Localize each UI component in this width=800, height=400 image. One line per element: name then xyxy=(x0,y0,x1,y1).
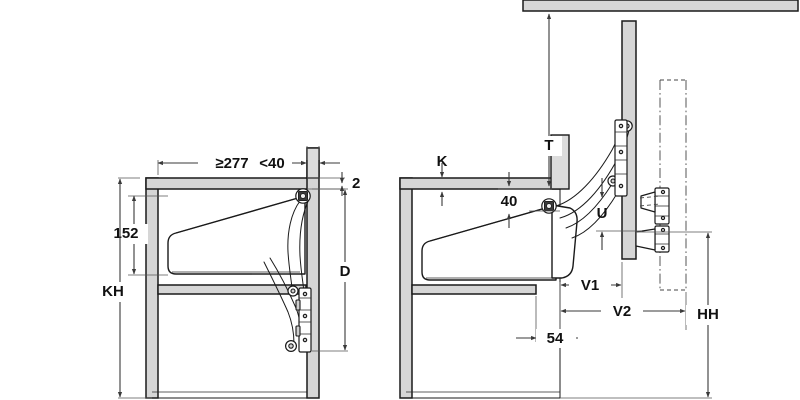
dimtext-bg-152 xyxy=(104,224,148,244)
right-flap-tail xyxy=(551,204,578,279)
left-door-top-overlap xyxy=(306,147,320,179)
left-pivot-lower-hub xyxy=(288,343,294,349)
left-door-front-panel xyxy=(306,147,320,399)
left-view-closed: ≥277 <40 2 152 KH D xyxy=(92,146,360,399)
left-dimensions: ≥277 <40 2 152 KH D xyxy=(92,146,360,399)
dim-label-bracket-offset: U xyxy=(597,205,608,222)
dimtext-bg-v1 xyxy=(569,276,611,295)
left-arm-upper-outer xyxy=(299,198,310,293)
dim-label-flap-height: 152 xyxy=(113,225,138,242)
right-wall-bracket-lower xyxy=(635,225,670,253)
dimtext-bg-54 xyxy=(536,329,576,348)
dim-label-shelf-setback: 54 xyxy=(547,330,564,347)
left-arm-upper-inner xyxy=(287,200,301,289)
dimtext-bg-40r xyxy=(489,192,529,212)
dim-label-opening-height: HH xyxy=(697,306,719,323)
left-arm-lower-inner xyxy=(263,261,295,345)
dim-label-cabinet-height: KH xyxy=(102,283,124,300)
right-mechanism xyxy=(541,119,670,253)
right-view-open: T K 40 U V1 xyxy=(399,0,799,399)
dimtext-bg-t xyxy=(536,136,562,156)
dimtext-bg-277 xyxy=(198,154,266,172)
left-shelf xyxy=(157,284,307,295)
dim-label-door-height: D xyxy=(340,263,351,280)
dimtext-bg-d xyxy=(332,262,358,282)
dimtext-bg-hh xyxy=(686,305,730,325)
left-carcase-top-panel xyxy=(145,177,313,190)
dim-label-projection-2: V2 xyxy=(613,303,631,320)
left-flap-top-edge xyxy=(175,195,306,234)
right-mechanism-body xyxy=(614,119,628,197)
dim-label-hinge-offset: 40 xyxy=(501,193,518,210)
right-flap-body xyxy=(421,204,557,281)
right-carcase-top-panel xyxy=(399,177,561,190)
left-mounting-plate xyxy=(295,287,312,353)
left-flap-body xyxy=(167,195,306,275)
right-shelf xyxy=(411,284,537,295)
dim-label-top-gap: 2 xyxy=(352,175,360,192)
dimtext-bg-v2 xyxy=(601,302,643,321)
dim-label-max-gap: <40 xyxy=(259,155,284,172)
left-pivot-mid-hub xyxy=(290,288,296,294)
right-bracket-trajectory xyxy=(639,195,661,207)
left-carcase-side-panel xyxy=(145,177,159,399)
left-mechanism xyxy=(263,188,312,353)
right-wall-bracket-upper xyxy=(640,187,670,225)
dimtext-bg-kh xyxy=(92,282,134,302)
dim-label-carcase-top: K xyxy=(437,153,448,170)
dim-label-min-depth: ≥277 xyxy=(215,155,248,172)
right-ceiling-panel xyxy=(522,0,799,12)
right-dimensions: T K 40 U V1 xyxy=(437,13,730,399)
dimtext-bg-lt40 xyxy=(252,154,292,172)
dim-label-top-clearance: T xyxy=(544,137,553,154)
right-carcase-side-panel xyxy=(399,177,413,399)
left-flap-fixing-plate xyxy=(295,188,311,204)
dim-label-projection-1: V1 xyxy=(581,277,599,294)
right-flap-fixing-plate xyxy=(541,198,557,214)
